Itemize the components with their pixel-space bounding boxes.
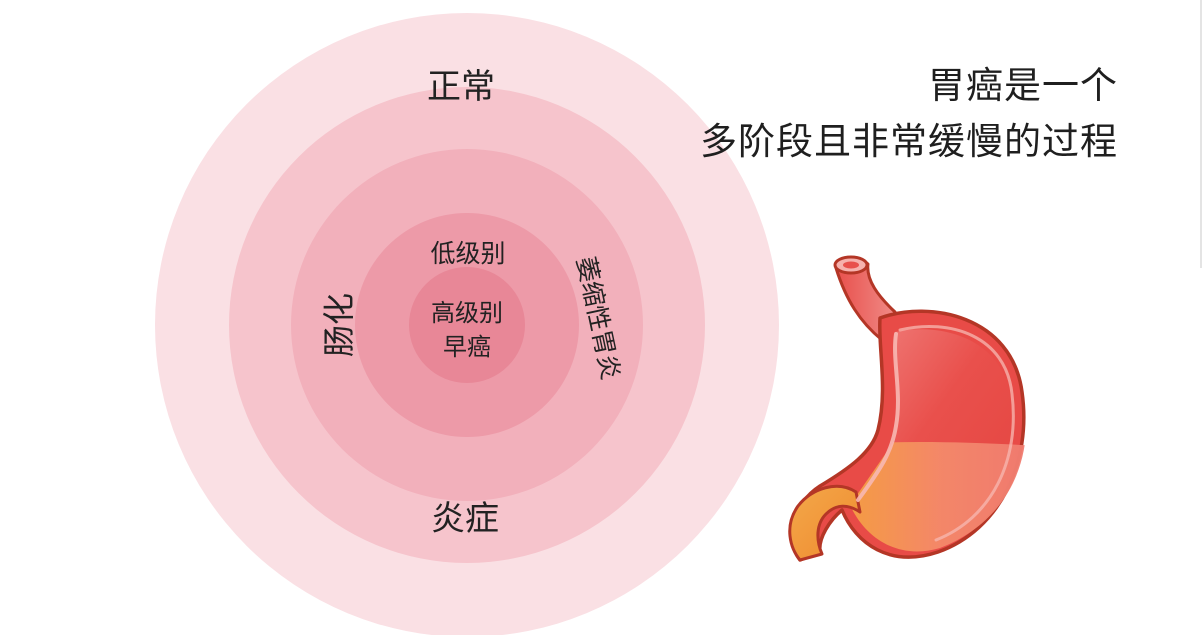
label-inflammation: 炎症 — [431, 499, 499, 539]
label-normal: 正常 — [427, 67, 495, 107]
stomach-icon — [788, 255, 1027, 562]
ring-high-grade — [409, 267, 525, 383]
headline: 胃癌是一个 多阶段且非常缓慢的过程 — [700, 58, 1118, 170]
label-intestinal-metaplasia: 肠化 — [320, 293, 358, 357]
headline-line-1: 胃癌是一个 — [928, 64, 1118, 107]
headline-line-2: 多阶段且非常缓慢的过程 — [700, 120, 1118, 163]
label-high-grade: 高级别 — [431, 299, 503, 327]
label-early-cancer: 早癌 — [443, 333, 491, 361]
label-low-grade: 低级别 — [430, 239, 505, 268]
right-edge-divider — [1200, 0, 1202, 268]
